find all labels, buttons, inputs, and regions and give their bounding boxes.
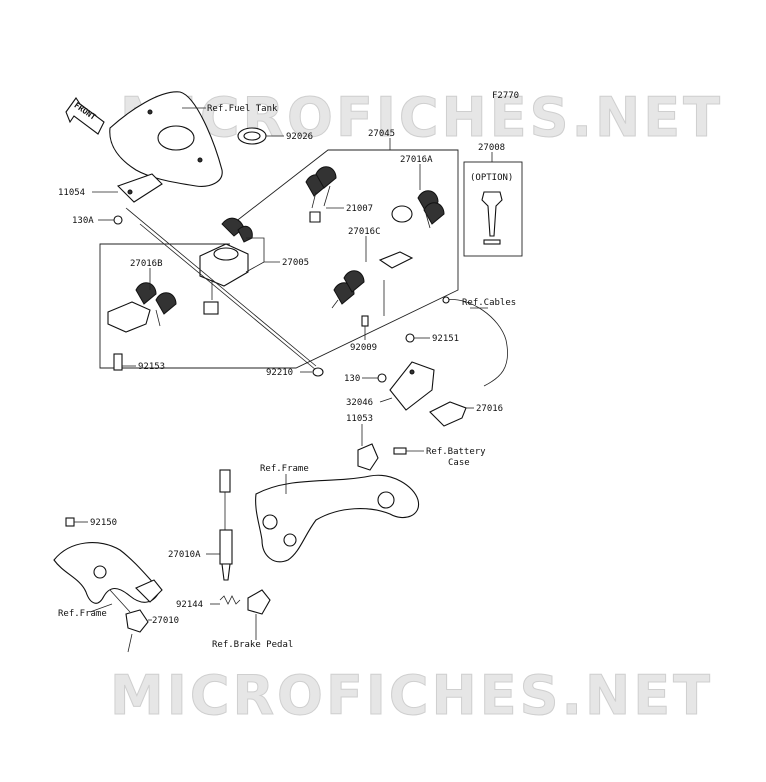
part-27016C-lock <box>331 251 414 309</box>
label-ref-frame-left: Ref.Frame <box>58 609 107 619</box>
frame-part <box>255 474 420 563</box>
part-27016B-lock <box>107 282 177 333</box>
cable <box>445 299 508 387</box>
option-label: (OPTION) <box>470 173 513 183</box>
part-11054-bracket <box>116 173 163 203</box>
part-11053-bracket <box>357 443 379 471</box>
label-27010: 27010 <box>152 616 179 626</box>
label-ref-battery: Ref.Battery <box>426 447 486 457</box>
label-27005: 27005 <box>282 258 309 268</box>
option-key-icon <box>481 191 503 237</box>
label-27016B: 27016B <box>130 259 163 269</box>
part-130A-bolt <box>113 215 123 225</box>
label-ref-brake-pedal: Ref.Brake Pedal <box>212 640 293 650</box>
fuel-tank-cover <box>109 91 223 187</box>
label-27016C: 27016C <box>348 227 381 237</box>
part-92150-bolt <box>65 517 75 527</box>
label-130: 130 <box>344 374 360 384</box>
label-11054: 11054 <box>58 188 85 198</box>
brake-pedal-arm <box>247 589 271 615</box>
label-27045: 27045 <box>368 129 395 139</box>
label-130A: 130A <box>72 216 94 226</box>
label-27010A: 27010A <box>168 550 201 560</box>
label-ref-frame-top: Ref.Frame <box>260 464 309 474</box>
part-keys-set <box>305 166 337 223</box>
label-ref-battery-case: Case <box>448 458 470 468</box>
front-arrow-icon: FRONT <box>65 97 105 135</box>
assembly-box-27045 <box>99 138 459 369</box>
part-130-bolt <box>377 373 387 383</box>
part-27016A-lock <box>391 190 445 229</box>
part-92144-spring <box>219 595 241 605</box>
watermark-bottom: MICROFICHES.NET <box>110 664 713 727</box>
label-11053: 11053 <box>346 414 373 424</box>
option-box-27008: (OPTION) <box>463 152 523 257</box>
label-27016A: 27016A <box>400 155 433 165</box>
part-92151-screw <box>405 333 415 343</box>
label-92153: 92153 <box>138 362 165 372</box>
part-32046-bracket <box>389 361 435 411</box>
label-27016: 27016 <box>476 404 503 414</box>
left-frame-assembly <box>53 542 163 653</box>
label-92144: 92144 <box>176 600 203 610</box>
label-92210: 92210 <box>266 368 293 378</box>
label-ref-fuel-tank: Ref.Fuel Tank <box>207 104 278 114</box>
label-27008: 27008 <box>478 143 505 153</box>
part-92009-screw <box>361 315 369 327</box>
watermark-top: MICROFICHES.NET <box>120 86 723 149</box>
part-27010A-switch <box>219 469 233 581</box>
part-27016-switch <box>429 401 467 427</box>
part-battery-bolt <box>393 447 407 455</box>
label-92009: 92009 <box>350 343 377 353</box>
part-92210-nut <box>312 367 324 377</box>
part-27005-ignition-switch <box>199 217 253 315</box>
part-92153-bolt <box>113 353 123 371</box>
label-92026: 92026 <box>286 132 313 142</box>
label-92151: 92151 <box>432 334 459 344</box>
label-92150: 92150 <box>90 518 117 528</box>
label-32046: 32046 <box>346 398 373 408</box>
label-21007: 21007 <box>346 204 373 214</box>
label-ref-cables: Ref.Cables <box>462 298 516 308</box>
diagram-code: F2770 <box>492 91 519 101</box>
